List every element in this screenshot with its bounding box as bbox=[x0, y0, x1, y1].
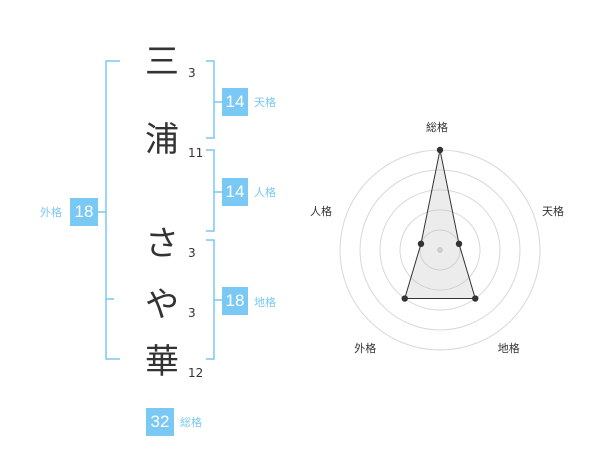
radar-point-5 bbox=[417, 240, 425, 248]
stroke-count-2: 11 bbox=[188, 146, 204, 160]
radar-area bbox=[404, 149, 476, 300]
jinkaku-bracket bbox=[206, 149, 215, 232]
radar-ring bbox=[379, 189, 501, 311]
radar-point-1 bbox=[436, 146, 444, 154]
name-char-4: や bbox=[145, 285, 179, 325]
gaikaku-bracket bbox=[105, 60, 120, 360]
gaikaku-label: 外格 bbox=[40, 206, 62, 219]
tenkaku-value: 14 bbox=[222, 88, 248, 116]
jinkaku-label: 人格 bbox=[254, 186, 276, 199]
radar-point-4 bbox=[401, 295, 408, 302]
jinkaku-value: 14 bbox=[222, 178, 248, 206]
radar-center-dot bbox=[437, 247, 443, 253]
soukaku-label: 総格 bbox=[180, 416, 202, 429]
stroke-count-5: 12 bbox=[188, 366, 204, 380]
radar-points bbox=[401, 146, 479, 302]
gaikaku-value: 18 bbox=[70, 198, 98, 226]
chikaku-label: 地格 bbox=[254, 296, 276, 309]
stroke-count-4: 3 bbox=[188, 306, 196, 320]
tenkaku-label: 天格 bbox=[254, 96, 276, 109]
radar-axis-label-4: 外格 bbox=[354, 341, 377, 355]
radar-axis-label-1: 総格 bbox=[426, 121, 448, 134]
name-char-2: 浦 bbox=[145, 120, 179, 160]
name-char-5: 華 bbox=[145, 342, 179, 382]
chikaku-value: 18 bbox=[222, 287, 248, 315]
stroke-count-3: 3 bbox=[188, 246, 196, 260]
radar-point-3 bbox=[472, 295, 479, 302]
radar-axis-label-3: 地格 bbox=[497, 341, 520, 355]
stroke-count-1: 3 bbox=[188, 66, 196, 80]
radar-ring bbox=[359, 169, 521, 331]
radar-point-2 bbox=[455, 240, 463, 248]
soukaku-value: 32 bbox=[146, 408, 174, 436]
tenkaku-bracket bbox=[206, 60, 215, 139]
name-char-1: 三 bbox=[145, 42, 179, 82]
radar-axis-label-2: 天格 bbox=[542, 205, 565, 219]
name-char-3: さ bbox=[145, 224, 179, 264]
radar-ring bbox=[399, 209, 481, 291]
radar-ring bbox=[419, 229, 461, 271]
radar-axis-label-5: 人格 bbox=[309, 205, 332, 219]
